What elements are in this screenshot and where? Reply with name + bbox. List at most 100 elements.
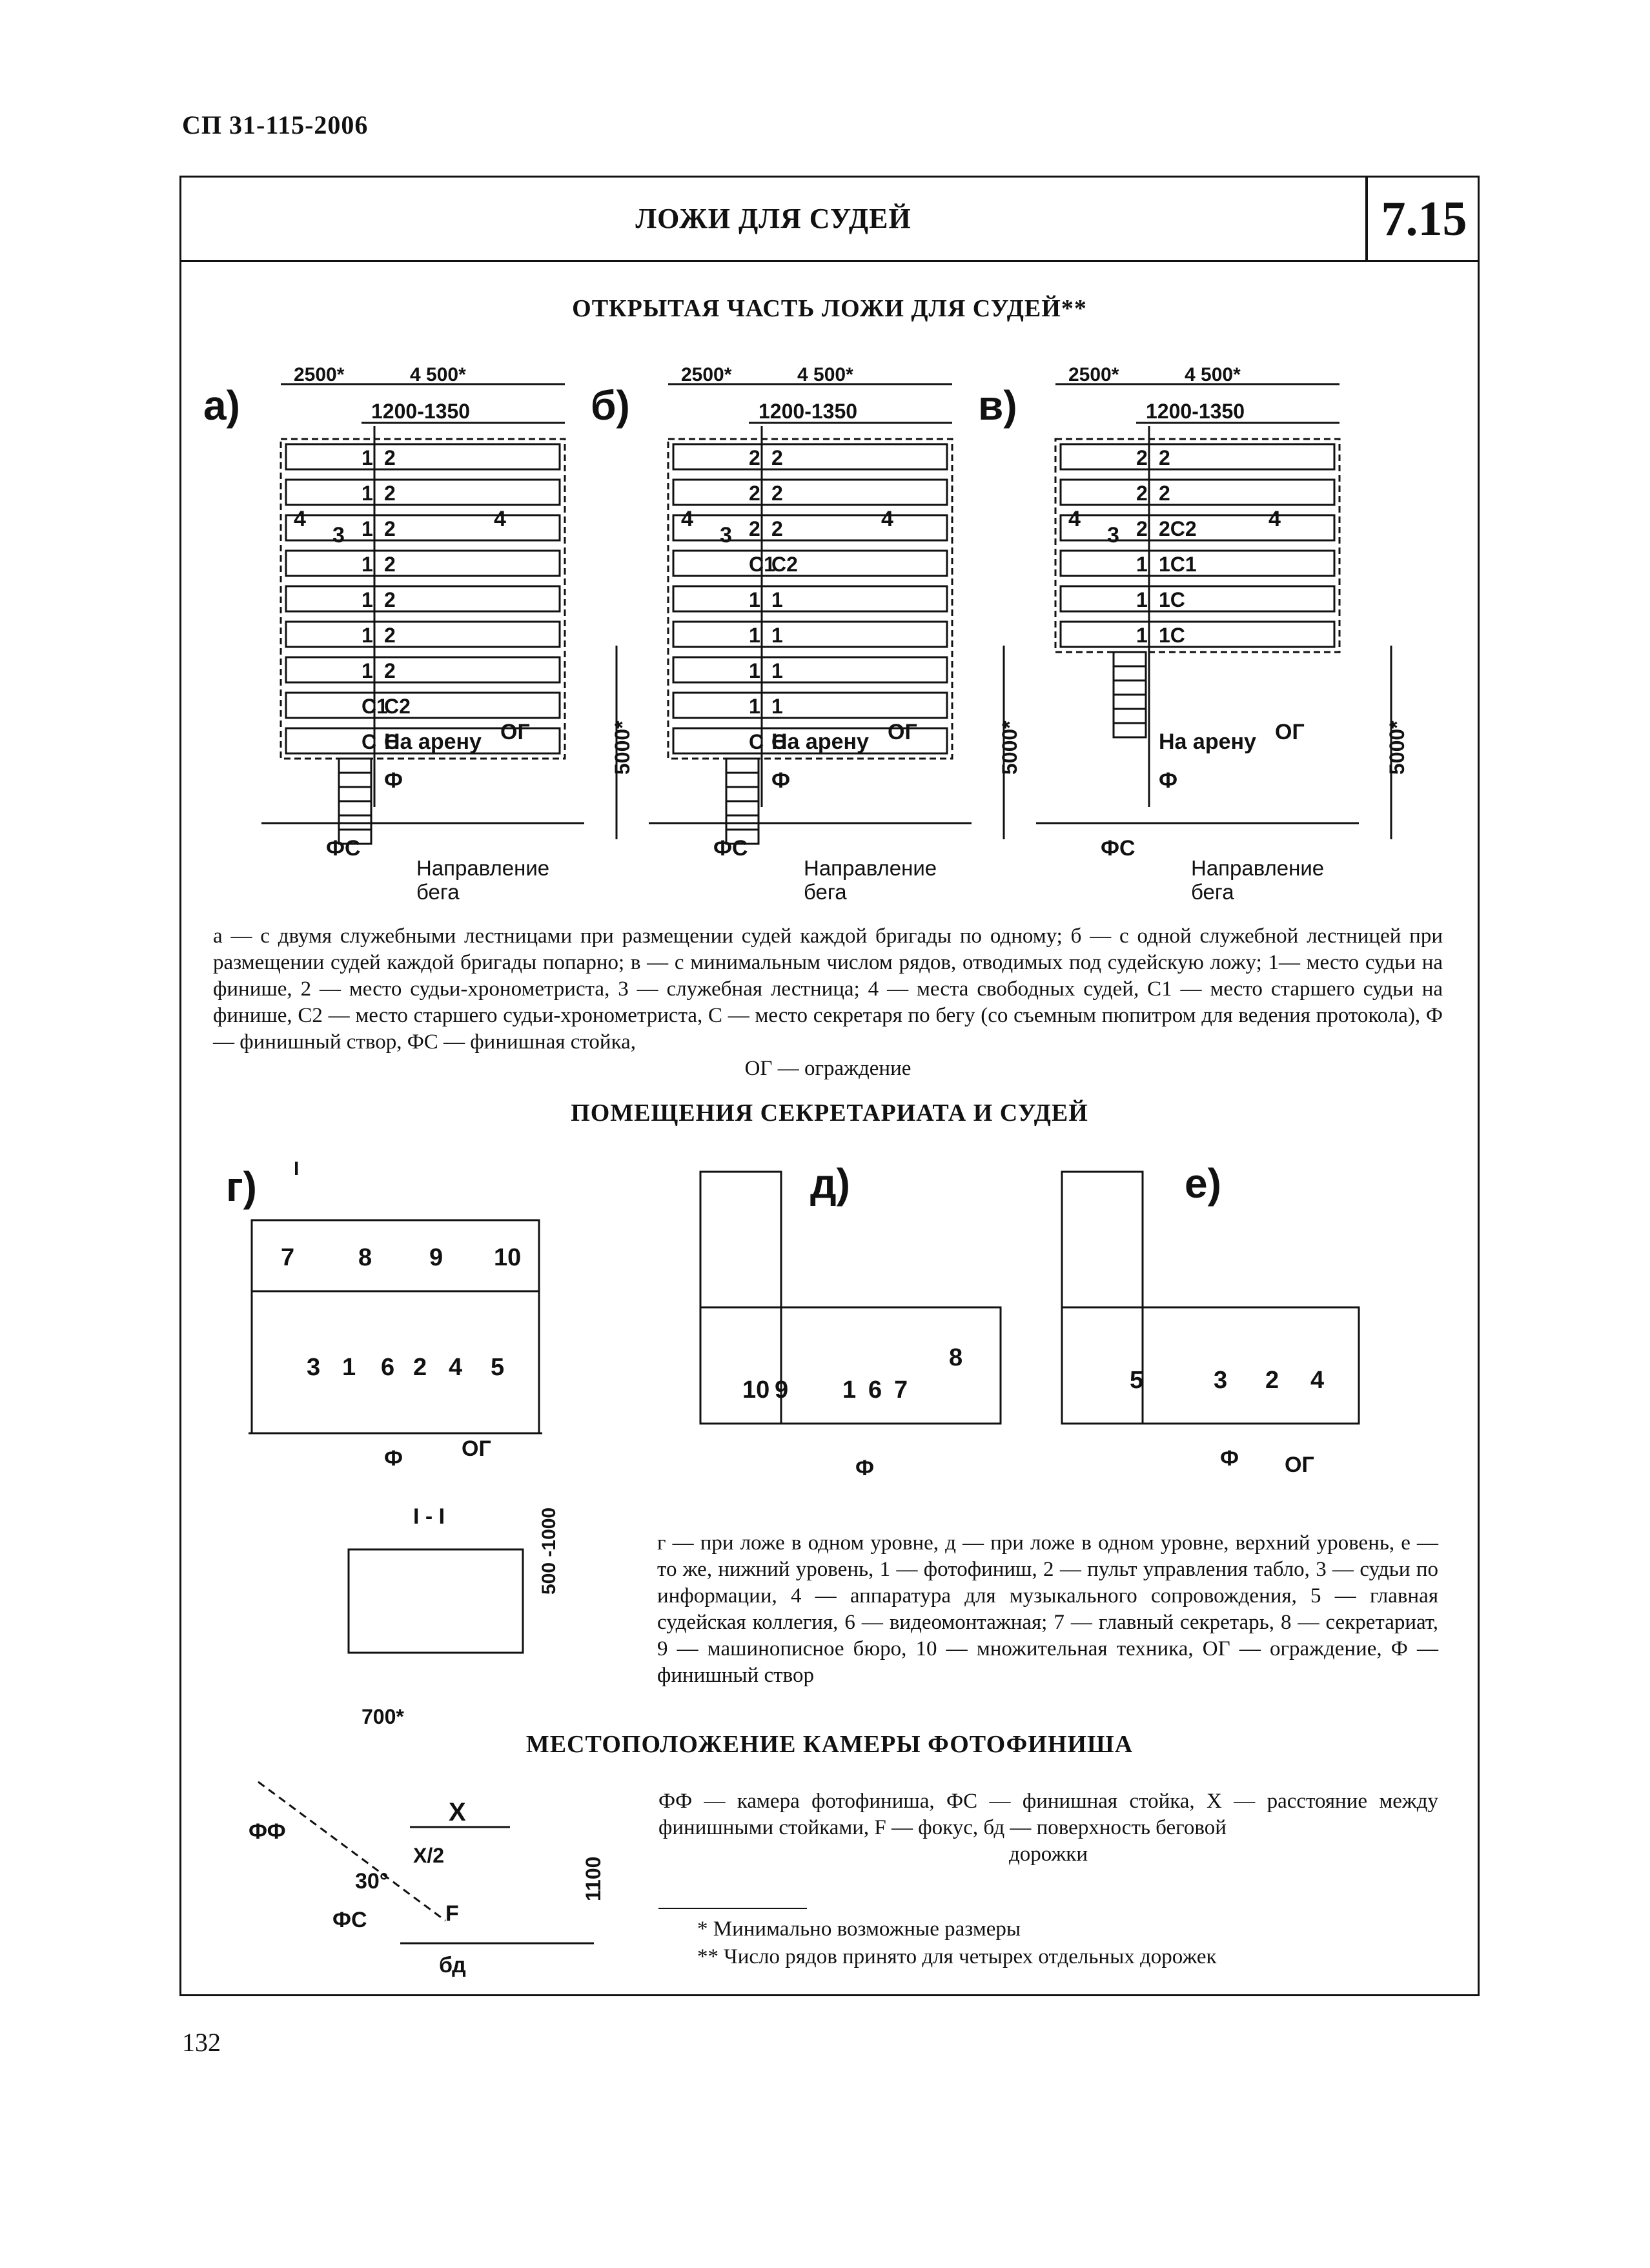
seat-row-a xyxy=(285,478,561,506)
seat-num-a: 2 xyxy=(384,624,396,647)
stair-step-a xyxy=(338,786,372,802)
seat-row-b xyxy=(672,585,948,613)
seat-row-v xyxy=(1059,443,1336,471)
room-num-g: 9 xyxy=(429,1244,443,1271)
seat-row-a xyxy=(285,585,561,613)
room-num-g: 3 xyxy=(307,1354,320,1381)
footnote-2: ** Число рядов принято для четырех отдел… xyxy=(697,1945,1217,1968)
fence-label-e: ОГ xyxy=(1285,1453,1314,1477)
seat-num-v: 1 xyxy=(1136,553,1148,576)
seat-num-b: 1 xyxy=(749,624,760,647)
stair-step-a xyxy=(338,771,372,788)
seat-num-v: 2 xyxy=(1136,482,1148,505)
seat-row-b xyxy=(672,478,948,506)
camera-sightline xyxy=(258,1781,446,1922)
seat-num-b: 2 xyxy=(749,517,760,540)
room-num-g: 2 xyxy=(413,1354,427,1381)
box-outline-v xyxy=(1054,438,1341,653)
seat-num-a: С xyxy=(362,730,376,753)
seat-num-a: 1 xyxy=(362,446,373,469)
seat-num-a: 2 xyxy=(384,517,396,540)
room-num-d: 9 xyxy=(775,1376,788,1404)
title-divider xyxy=(1365,176,1368,262)
focus-label: F xyxy=(445,1901,459,1926)
room-num-g: 6 xyxy=(381,1354,394,1381)
arena-label-b: На арену xyxy=(771,730,869,754)
seat-row-a xyxy=(285,620,561,648)
caption-open-box-last: ОГ — ограждение xyxy=(744,1057,912,1080)
finish-label-d: Ф xyxy=(855,1456,874,1480)
dim-mid-a: 4 500* xyxy=(410,364,466,385)
seat-num-b: 2 xyxy=(771,517,783,540)
finish-post-a: ФС xyxy=(326,836,361,861)
seat-num-b: 2 xyxy=(771,482,783,505)
seat-row-b xyxy=(672,691,948,719)
direction-label-2-v: бега xyxy=(1191,880,1234,904)
stair-step-v xyxy=(1112,651,1147,668)
seat-row-b xyxy=(672,656,948,684)
box-outline-b xyxy=(667,438,953,760)
seat-num-v: 2 xyxy=(1159,446,1170,469)
page-title: ЛОЖИ ДЛЯ СУДЕЙ xyxy=(635,203,912,234)
seat-num-b: 1 xyxy=(771,588,783,611)
seat-num-v: 1С xyxy=(1159,624,1185,647)
caption-camera-text: ФФ — камера фотофиниша, ФС — финишная ст… xyxy=(658,1790,1438,1839)
seat-row-a xyxy=(285,656,561,684)
angle-label: 30° xyxy=(355,1869,388,1894)
dim-mid-b: 4 500* xyxy=(797,364,853,385)
dim-height-a: 5000* xyxy=(611,720,634,775)
room-num-g: 8 xyxy=(358,1244,372,1271)
direction-label-v: Направление xyxy=(1191,856,1324,880)
camera-label: ФФ xyxy=(249,1819,286,1844)
room-num-d: 1 xyxy=(842,1376,856,1404)
finish-label-e: Ф xyxy=(1220,1446,1239,1471)
section-mark-g: I xyxy=(294,1158,299,1180)
fence-label-v: ОГ xyxy=(1275,720,1305,744)
caption-camera-last: дорожки xyxy=(1009,1843,1088,1866)
label-stairs-b: 3 xyxy=(720,523,732,547)
fence-label-b: ОГ xyxy=(888,720,917,744)
seat-num-a: 2 xyxy=(384,446,396,469)
direction-label-b: Направление xyxy=(804,856,937,880)
room-num-e: 3 xyxy=(1214,1367,1227,1394)
seat-num-v: 2 xyxy=(1136,446,1148,469)
finish-post-b: ФС xyxy=(713,836,748,861)
room-num-d: 7 xyxy=(894,1376,908,1404)
box-outline-a xyxy=(280,438,566,760)
stair-step-v xyxy=(1112,722,1147,739)
label-free-judges-v: 4 xyxy=(1268,507,1281,531)
seat-num-b: 1 xyxy=(771,695,783,718)
dim-seats-a: 1200-1350 xyxy=(371,400,470,423)
dim-height-v: 5000* xyxy=(1385,720,1409,775)
seat-num-a: 1 xyxy=(362,624,373,647)
heading-open-box: ОТКРЫТАЯ ЧАСТЬ ЛОЖИ ДЛЯ СУДЕЙ** xyxy=(572,295,1087,322)
seat-num-v: 2 xyxy=(1159,482,1170,505)
dim-height-b: 5000* xyxy=(998,720,1021,775)
seat-num-b: 2 xyxy=(749,482,760,505)
seat-num-a: 1 xyxy=(362,517,373,540)
track-label: бд xyxy=(439,1953,466,1977)
room-num-d: 8 xyxy=(949,1344,962,1371)
label-stairs-a: 3 xyxy=(332,523,345,547)
stair-step-v xyxy=(1112,708,1147,724)
seat-num-v: 1С1 xyxy=(1159,553,1197,576)
direction-label-2-a: бега xyxy=(416,880,460,904)
finish-label-b: Ф xyxy=(771,768,790,793)
seat-num-b: С2 xyxy=(771,553,798,576)
room-num-g: 1 xyxy=(342,1354,356,1381)
seat-row-b xyxy=(672,514,948,542)
finish-label-g: Ф xyxy=(384,1446,403,1471)
seat-num-b: С xyxy=(749,730,764,753)
seat-row-a xyxy=(285,514,561,542)
seat-num-v: 2 xyxy=(1136,517,1148,540)
seat-row-b xyxy=(672,443,948,471)
seat-num-a: 1 xyxy=(362,659,373,682)
stair-step-b xyxy=(725,757,760,774)
plan-label-b: б) xyxy=(591,382,630,429)
seat-num-a: 2 xyxy=(384,588,396,611)
label-free-judges-v: 4 xyxy=(1068,507,1081,531)
content-frame xyxy=(179,262,1480,1996)
arena-label-a: На арену xyxy=(384,730,482,754)
